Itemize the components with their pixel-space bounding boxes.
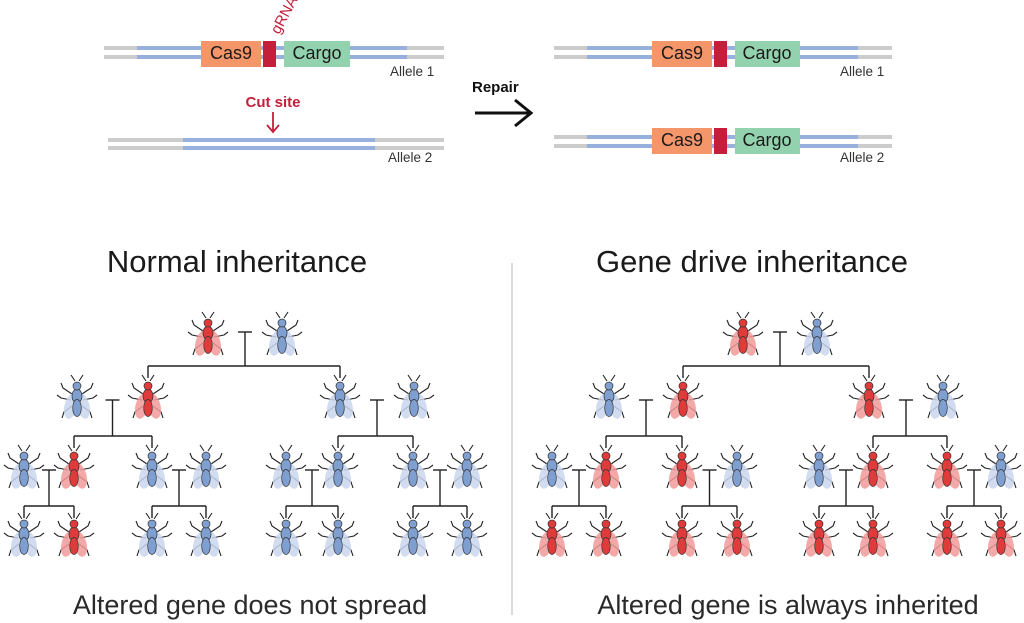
red-fly-icon bbox=[798, 512, 840, 557]
panel-gene-drive-inheritance: Gene drive inheritance Altered gene is a… bbox=[531, 244, 1022, 620]
blue-fly-icon bbox=[392, 512, 434, 557]
blue-fly-icon bbox=[531, 444, 573, 489]
cas9-box bbox=[652, 128, 712, 154]
blue-fly-icon bbox=[317, 512, 359, 557]
red-fly-icon bbox=[980, 512, 1022, 557]
allele1-label-left: Allele 1 bbox=[390, 64, 434, 79]
grna-label: gRNA bbox=[268, 0, 302, 37]
grna-box bbox=[714, 41, 727, 67]
allele1-label-right: Allele 1 bbox=[840, 64, 884, 79]
allele1-right-dna: Cas9 Cargo Allele 1 bbox=[554, 41, 892, 79]
panel-title: Gene drive inheritance bbox=[596, 244, 908, 279]
red-fly-icon bbox=[722, 311, 764, 356]
red-fly-icon bbox=[661, 444, 703, 489]
blue-fly-icon bbox=[922, 374, 964, 419]
blue-fly-icon bbox=[185, 444, 227, 489]
panel-caption: Altered gene does not spread bbox=[73, 590, 427, 620]
panel-caption: Altered gene is always inherited bbox=[597, 590, 978, 620]
cut-site-label: Cut site bbox=[245, 94, 300, 111]
red-fly-icon bbox=[662, 374, 704, 419]
repair-label: Repair bbox=[472, 79, 519, 96]
blue-fly-icon bbox=[56, 374, 98, 419]
red-fly-icon bbox=[926, 444, 968, 489]
grna-box bbox=[263, 41, 276, 67]
red-fly-icon bbox=[585, 444, 627, 489]
red-fly-icon bbox=[661, 512, 703, 557]
allele2-left-dna: Cut site Allele 2 bbox=[108, 94, 444, 165]
blue-fly-icon bbox=[588, 374, 630, 419]
cas9-label: Cas9 bbox=[661, 130, 703, 150]
cargo-box bbox=[284, 41, 350, 67]
blue-fly-icon bbox=[980, 444, 1022, 489]
blue-fly-icon bbox=[446, 444, 488, 489]
flies bbox=[531, 311, 1022, 557]
blue-fly-icon bbox=[265, 444, 307, 489]
panel-normal-inheritance: Normal inheritance Altered gene does not… bbox=[3, 244, 488, 620]
red-fly-icon bbox=[852, 444, 894, 489]
blue-fly-icon bbox=[3, 512, 45, 557]
cas9-box bbox=[652, 41, 712, 67]
red-fly-icon bbox=[585, 512, 627, 557]
blue-fly-icon bbox=[798, 444, 840, 489]
blue-fly-icon bbox=[393, 374, 435, 419]
red-fly-icon bbox=[53, 512, 95, 557]
blue-fly-icon bbox=[446, 512, 488, 557]
blue-fly-icon bbox=[265, 512, 307, 557]
red-fly-icon bbox=[127, 374, 169, 419]
allele2-label-right: Allele 2 bbox=[840, 150, 884, 165]
cargo-label: Cargo bbox=[292, 43, 341, 63]
cas9-label: Cas9 bbox=[210, 43, 252, 63]
red-fly-icon bbox=[852, 512, 894, 557]
cut-site-arrow bbox=[266, 112, 280, 134]
blue-fly-icon bbox=[317, 444, 359, 489]
pedigree-lines bbox=[23, 331, 468, 518]
cargo-box bbox=[735, 41, 800, 67]
pedigree-lines bbox=[551, 331, 1002, 518]
cargo-label: Cargo bbox=[742, 43, 791, 63]
red-fly-icon bbox=[926, 512, 968, 557]
blue-fly-icon bbox=[131, 512, 173, 557]
schematic-left: Cas9 Cargo gRNA Allele 1 Cut site Allele… bbox=[104, 0, 444, 165]
blue-fly-icon bbox=[796, 311, 838, 356]
blue-fly-icon bbox=[3, 444, 45, 489]
allele1-left-dna: Cas9 Cargo gRNA Allele 1 bbox=[104, 0, 444, 79]
cas9-box bbox=[201, 41, 261, 67]
red-fly-icon bbox=[187, 311, 229, 356]
flies bbox=[3, 311, 488, 557]
grna-box bbox=[714, 128, 727, 154]
red-fly-icon bbox=[716, 512, 758, 557]
allele2-right-dna: Cas9 Cargo Allele 2 bbox=[554, 128, 892, 165]
red-fly-icon bbox=[848, 374, 890, 419]
blue-fly-icon bbox=[716, 444, 758, 489]
blue-fly-icon bbox=[319, 374, 361, 419]
allele2-label-left: Allele 2 bbox=[388, 150, 432, 165]
repair-arrow: Repair bbox=[472, 79, 534, 128]
cas9-label: Cas9 bbox=[661, 43, 703, 63]
schematic-right: Cas9 Cargo Allele 1 Cas9 Cargo Allele 2 bbox=[554, 41, 892, 165]
red-fly-icon bbox=[531, 512, 573, 557]
cargo-label: Cargo bbox=[742, 130, 791, 150]
blue-fly-icon bbox=[261, 311, 303, 356]
red-fly-icon bbox=[53, 444, 95, 489]
panel-title: Normal inheritance bbox=[107, 244, 367, 279]
blue-fly-icon bbox=[392, 444, 434, 489]
blue-fly-icon bbox=[131, 444, 173, 489]
cargo-box bbox=[735, 128, 800, 154]
blue-fly-icon bbox=[185, 512, 227, 557]
